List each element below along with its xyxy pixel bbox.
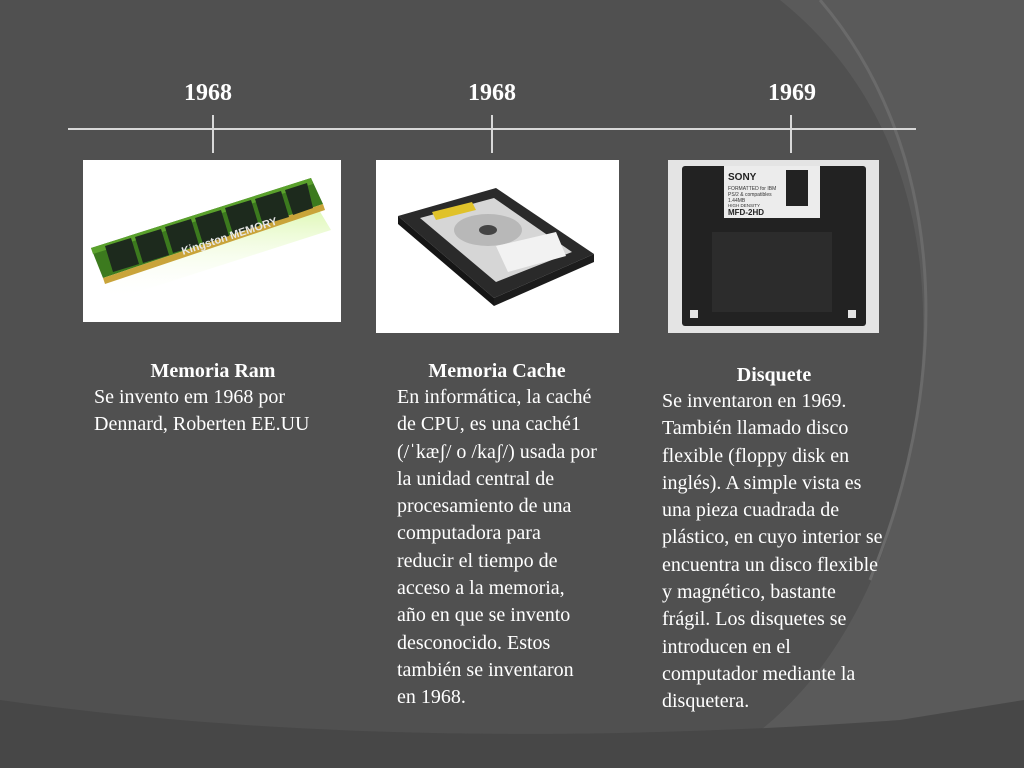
timeline-tick-3 xyxy=(790,115,792,153)
hard-drive-image xyxy=(376,160,619,333)
floppy-disk-image: SONY FORMATTED for IBM PS/2 & compatible… xyxy=(668,160,879,333)
svg-text:FORMATTED for IBM: FORMATTED for IBM xyxy=(728,186,776,192)
timeline-tick-2 xyxy=(491,115,493,153)
floppy-description: Se inventaron en 1969. También llamado d… xyxy=(662,390,883,713)
ram-description: Se invento em 1968 por Dennard, Roberten… xyxy=(94,386,310,436)
svg-text:MFD-2HD: MFD-2HD xyxy=(728,208,764,217)
ram-image: Kingston MEMORY xyxy=(83,160,341,322)
timeline-tick-1 xyxy=(212,115,214,153)
svg-text:PS/2 & compatibles: PS/2 & compatibles xyxy=(728,192,772,198)
cache-title: Memoria Cache xyxy=(428,360,566,382)
ram-title: Memoria Ram xyxy=(150,360,276,382)
year-label-3: 1969 xyxy=(768,80,816,106)
svg-text:1.44MB: 1.44MB xyxy=(728,198,746,204)
svg-text:SONY: SONY xyxy=(728,172,757,183)
svg-text:HIGH DENSITY: HIGH DENSITY xyxy=(728,203,760,208)
floppy-title: Disquete xyxy=(736,364,812,386)
year-label-2: 1968 xyxy=(468,80,516,106)
cache-description: En informática, la caché de CPU, es una … xyxy=(397,386,597,709)
year-label-1: 1968 xyxy=(184,80,232,106)
